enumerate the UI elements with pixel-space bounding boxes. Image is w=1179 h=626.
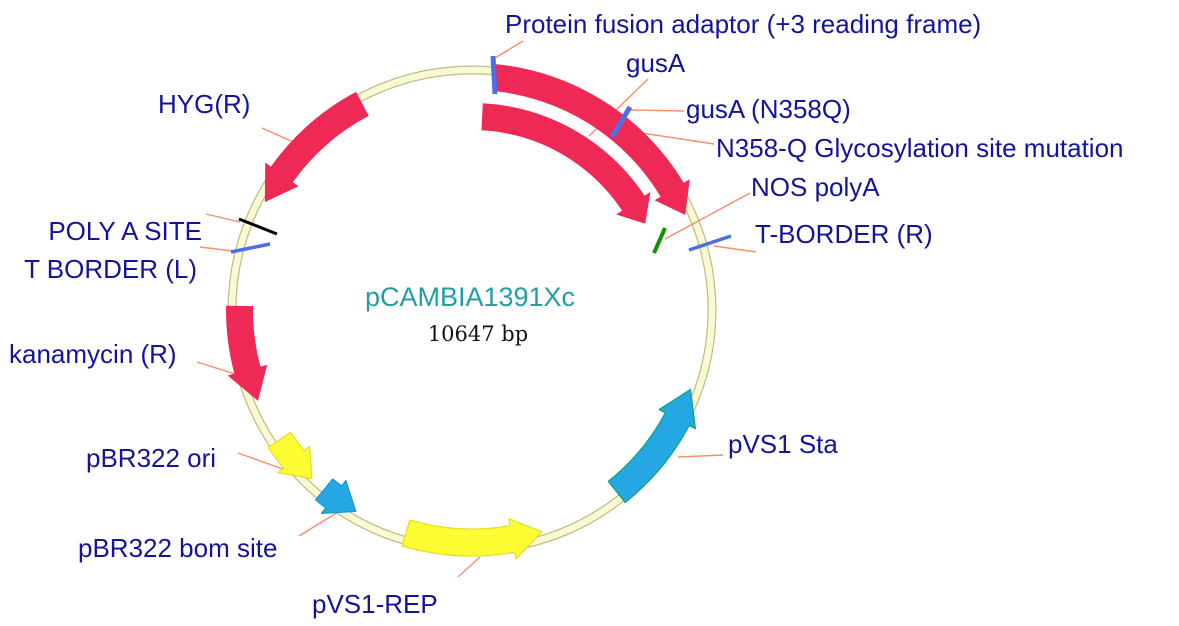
- feature-tick-t-border-r: [688, 234, 732, 252]
- feature-band-hyg-r: [264, 91, 369, 203]
- feature-tick-nos-polya: [652, 227, 667, 254]
- feature-band-pvs1-rep: [401, 518, 543, 560]
- leader-line-gusa-n358q: [629, 109, 685, 112]
- feature-label-pvs1-sta: pVS1 Sta: [728, 429, 838, 459]
- leader-line-pvs1-sta: [677, 454, 724, 458]
- feature-label-t-border-r: T-BORDER (R): [755, 219, 933, 249]
- feature-tick-t-border-l: [230, 242, 271, 254]
- feature-tick-poly-a-site: [238, 217, 278, 236]
- feature-label-gusa-n358q: gusA (N358Q): [686, 94, 851, 124]
- feature-label-kanamycin-r: kanamycin (R): [9, 339, 177, 369]
- leader-line-nos-polya: [664, 192, 751, 240]
- leader-line-pbr322-bom: [298, 511, 339, 537]
- leader-line-protein-fusion-adaptor: [494, 40, 524, 59]
- feature-label-nos-polya: NOS polyA: [751, 172, 880, 202]
- feature-label-poly-a-site: POLY A SITE: [48, 216, 202, 246]
- feature-band-gusa-n358q: [481, 103, 651, 224]
- leader-line-poly-a-site: [205, 213, 241, 223]
- feature-label-t-border-l: T BORDER (L): [24, 254, 197, 284]
- feature-label-n358q-mutation: N358-Q Glycosylation site mutation: [716, 133, 1124, 163]
- feature-band-kanamycin-r: [225, 305, 268, 401]
- feature-label-pbr322-bom: pBR322 bom site: [78, 533, 277, 563]
- feature-label-pvs1-rep: pVS1-REP: [312, 589, 438, 619]
- feature-label-gusa: gusA: [626, 48, 686, 78]
- feature-band-pbr322-ori: [267, 431, 313, 480]
- feature-band-pvs1-sta: [607, 388, 696, 504]
- leader-line-t-border-r: [713, 245, 757, 253]
- leader-line-kanamycin-r: [196, 361, 236, 375]
- feature-band-gusa: [493, 64, 690, 216]
- feature-tick-n358q-site: [609, 105, 633, 139]
- feature-tick-protein-fusion-adaptor: [490, 55, 498, 95]
- leader-line-pvs1-rep: [457, 556, 481, 578]
- leader-line-t-border-l: [199, 246, 233, 252]
- feature-label-hyg-r: HYG(R): [158, 89, 250, 119]
- feature-label-pbr322-ori: pBR322 ori: [86, 443, 216, 473]
- feature-band-pbr322-bom: [314, 478, 357, 514]
- feature-label-protein-fusion-adaptor: Protein fusion adaptor (+3 reading frame…: [505, 9, 981, 39]
